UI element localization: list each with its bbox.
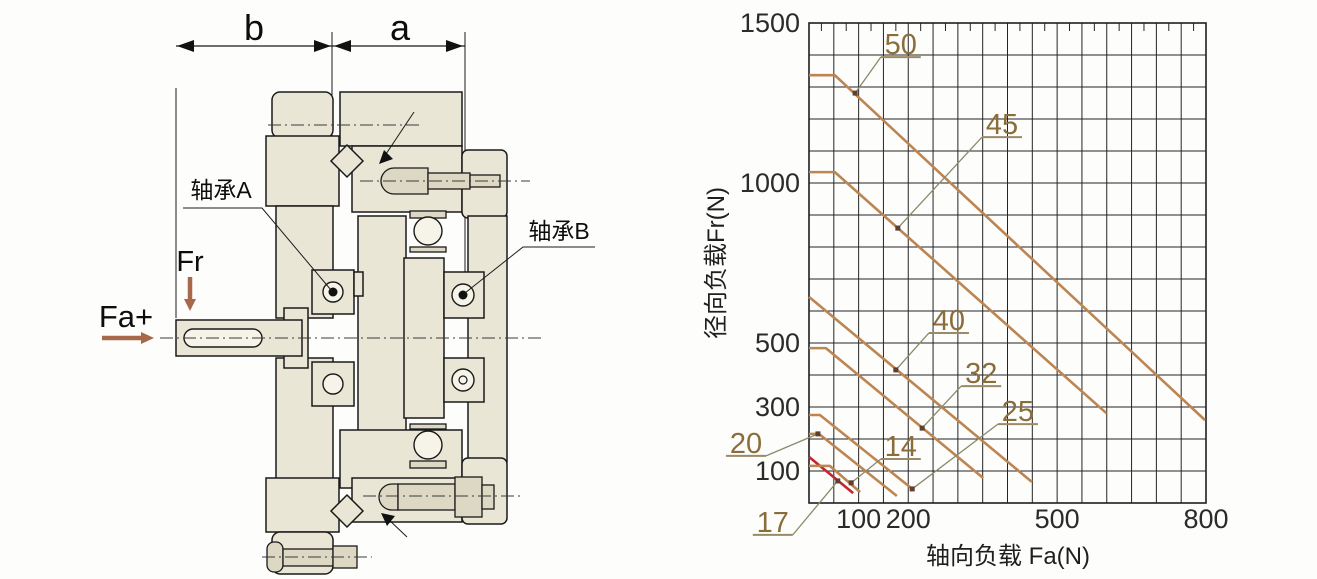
bearing-b-callout: 轴承B — [464, 218, 595, 294]
label-leader-50 — [854, 56, 882, 94]
leader-dot-32 — [919, 425, 925, 431]
series-line-50 — [809, 73, 1206, 422]
fr-label: Fr — [176, 246, 204, 278]
cross-roller-bottom — [329, 493, 365, 529]
leader-dot-25 — [909, 486, 915, 492]
dimension-a: a — [332, 7, 465, 52]
y-tick-1000: 1000 — [740, 168, 800, 198]
label-leader-40 — [895, 332, 930, 371]
fa-label: Fa+ — [99, 299, 153, 334]
leader-dot-50 — [852, 90, 858, 96]
leader-dot-45 — [895, 225, 901, 231]
x-axis-title: 轴向负载 Fa(N) — [926, 543, 1090, 570]
dim-b-label: b — [244, 7, 264, 48]
x-tick-800: 800 — [1183, 504, 1228, 534]
bolt-centerlines — [262, 124, 530, 558]
bearing-a-callout: 轴承A — [183, 177, 332, 291]
bolt-top — [380, 167, 501, 195]
series-label-20: 20 — [730, 428, 762, 460]
bearing-b — [443, 271, 485, 403]
series-label-14: 14 — [885, 431, 917, 463]
label-leader-14 — [850, 458, 882, 484]
series-line-17 — [808, 455, 854, 495]
series-label-25: 25 — [1002, 396, 1034, 428]
fa-callout: Fa+ — [99, 299, 154, 344]
series-label-45: 45 — [986, 109, 1018, 141]
series-line-32 — [809, 346, 985, 480]
y-tick-1500: 1500 — [740, 8, 800, 38]
series-line-40 — [808, 295, 1033, 483]
series-line-25 — [809, 413, 914, 490]
x-tick-500: 500 — [1035, 504, 1080, 534]
label-leader-17 — [792, 480, 839, 536]
label-leader-25 — [911, 423, 999, 490]
series-label-32: 32 — [965, 358, 997, 390]
input-shaft — [175, 307, 309, 369]
section-arrows — [379, 111, 415, 538]
bearing-a-label: 轴承A — [190, 177, 252, 203]
label-leader-45 — [897, 136, 983, 229]
bearing-a — [311, 269, 364, 407]
bolt-bottom — [378, 476, 495, 518]
dimension-b: b — [176, 7, 332, 52]
y-tick-300: 300 — [755, 392, 800, 422]
series-label-40: 40 — [933, 305, 965, 337]
x-tick-200: 200 — [886, 504, 931, 534]
leader-dot-20 — [815, 431, 821, 437]
y-tick-500: 500 — [755, 328, 800, 358]
chart-grid — [808, 22, 1207, 504]
leader-dot-40 — [893, 367, 899, 373]
leader-dot-14 — [848, 480, 854, 486]
series-line-45 — [809, 170, 1108, 415]
series-label-50: 50 — [885, 29, 917, 61]
cross-roller-top — [329, 143, 365, 179]
output-bearing — [409, 210, 447, 469]
leader-dot-17 — [835, 478, 841, 484]
bearing-b-label: 轴承B — [528, 218, 589, 244]
y-tick-100: 100 — [755, 456, 800, 486]
cross-section-drawing: b a — [99, 7, 595, 575]
series-label-17: 17 — [757, 507, 789, 539]
label-leader-32 — [921, 385, 962, 429]
x-tick-100: 100 — [836, 504, 881, 534]
dim-a-label: a — [390, 7, 411, 48]
y-axis-title: 径向负载Fr(N) — [703, 187, 730, 339]
plot-border — [808, 22, 1207, 504]
fr-callout: Fr — [176, 246, 204, 311]
chart-curves — [808, 73, 1206, 497]
label-leader-20 — [765, 433, 819, 457]
